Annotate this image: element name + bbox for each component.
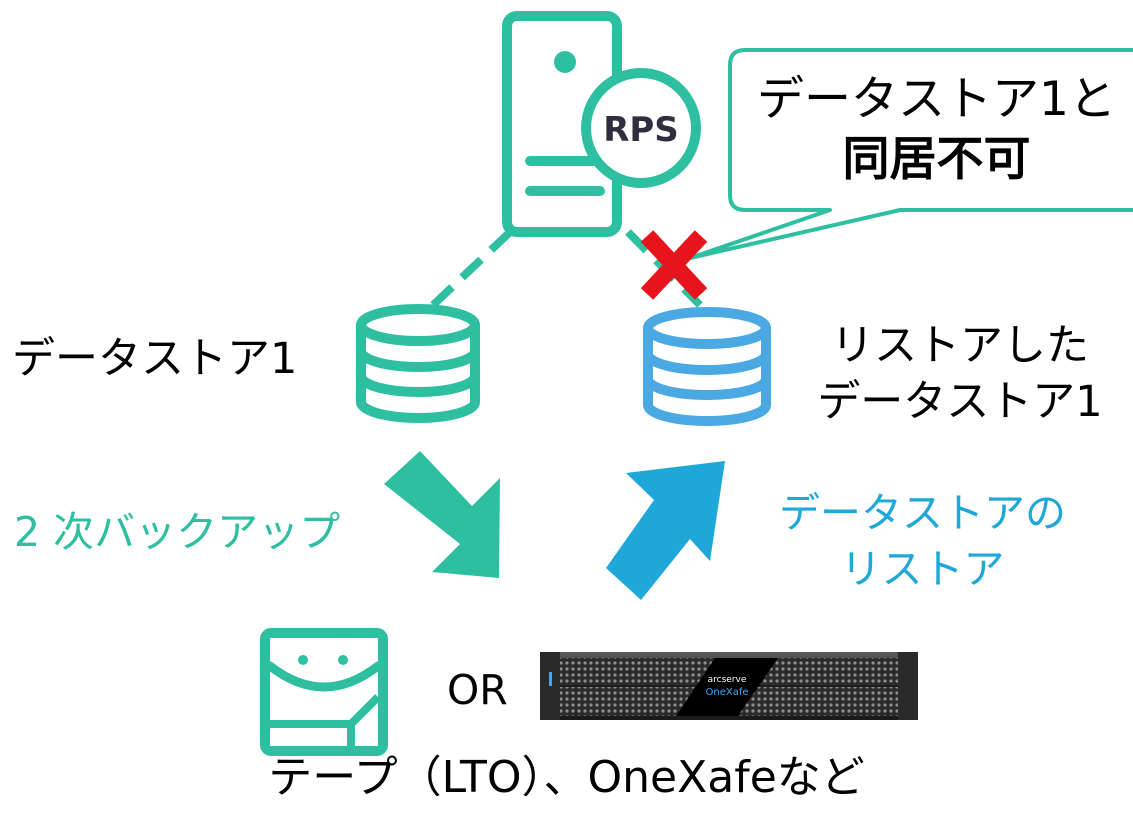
appliance-model-text: OneXafe [705, 687, 748, 698]
callout-line-1: データストア1と [757, 72, 1116, 127]
appliance-brand-text: arcserve [708, 675, 747, 685]
datastore-left-label: データストア1 [12, 334, 298, 384]
restore-arrow-label: データストアの リストア [745, 485, 1100, 597]
database-icon-right [643, 307, 771, 426]
or-label: OR [447, 666, 508, 714]
rps-badge: RPS [581, 68, 701, 188]
callout-text: データストア1と 同居不可 [740, 70, 1133, 190]
callout-line-2: 同居不可 [842, 132, 1031, 187]
callout-bubble [688, 48, 1133, 260]
rps-badge-text: RPS [603, 110, 679, 150]
restore-arrow-line-1: データストアの [779, 489, 1066, 537]
datastore-right-label: リストアした データストア1 [790, 318, 1130, 430]
datastore-right-line-1: リストアした [831, 321, 1089, 371]
database-icon-left [356, 304, 480, 423]
arrow-backup [384, 451, 500, 578]
targets-caption: テープ（LTO）、OneXafeなど [268, 752, 865, 803]
cross-mark-icon [640, 230, 708, 300]
tape-cartridge-icon [260, 628, 388, 756]
restore-arrow-line-2: リストア [840, 545, 1005, 593]
server-icon [502, 11, 622, 237]
arrow-restore [606, 461, 725, 600]
backup-arrow-label: 2 次バックアップ [14, 508, 341, 556]
connector-left-dashed [427, 229, 513, 311]
rack-appliance-image: arcserve OneXafe [540, 652, 918, 720]
datastore-right-line-2: データストア1 [817, 377, 1103, 427]
